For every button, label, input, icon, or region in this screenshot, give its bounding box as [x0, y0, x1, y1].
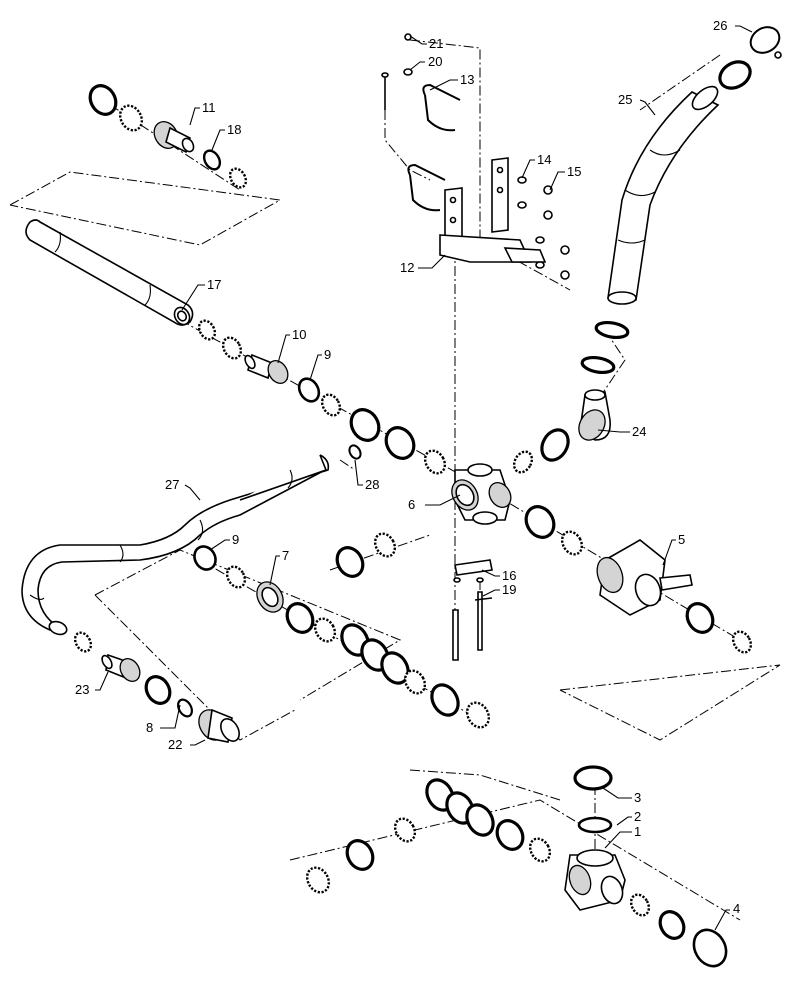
part-17-hose [25, 219, 194, 326]
o-ring-right-a [512, 450, 534, 474]
o-ring-chain-d [423, 449, 447, 475]
clamp-center-left [335, 532, 397, 578]
callout-12: 12 [400, 260, 414, 275]
callout-18: 18 [227, 122, 241, 137]
part-11-fitting [153, 121, 195, 154]
part-22-coupler [198, 708, 240, 743]
callout-5: 5 [678, 532, 685, 547]
o-ring-chain-b [320, 393, 342, 417]
part-3-ring [573, 765, 613, 791]
part-16-u-bolt [453, 559, 493, 583]
callouts: 1 2 3 4 5 6 7 8 9 9 10 11 12 13 14 15 16… [75, 18, 740, 916]
part-24-elbow [578, 389, 612, 441]
stud-vertical [452, 609, 459, 661]
part-9-clip-upper [297, 377, 321, 403]
clamp-chain-c [349, 408, 416, 460]
part-15-nuts [543, 185, 570, 280]
callout-2: 2 [634, 809, 641, 824]
callout-27: 27 [165, 477, 179, 492]
clamp-right-c [580, 320, 630, 375]
part-7-flange [256, 581, 284, 613]
callout-25: 25 [618, 92, 632, 107]
bolt-left-upper [381, 72, 389, 110]
callout-6: 6 [408, 497, 415, 512]
o-ring-lower-left [73, 631, 93, 653]
clamp-top-left [88, 84, 118, 116]
callout-4: 4 [733, 901, 740, 916]
callout-17: 17 [207, 277, 221, 292]
callout-21: 21 [429, 36, 443, 51]
part-25-hose [607, 85, 720, 305]
callout-22: 22 [168, 737, 182, 752]
part-8-clip [177, 698, 193, 718]
clamp-26-area [718, 60, 752, 90]
callout-10: 10 [292, 327, 306, 342]
part-1-valve-body [564, 849, 626, 911]
part-10-fitting [244, 353, 289, 384]
o-ring-chain-a [197, 319, 243, 360]
callout-14: 14 [537, 152, 551, 167]
callout-9-lower: 9 [232, 532, 239, 547]
o-ring-top-left-b [228, 167, 248, 189]
callout-28: 28 [365, 477, 379, 492]
callout-20: 20 [428, 54, 442, 69]
clamp-lower-b [285, 602, 337, 643]
clamp-valve-right [685, 602, 753, 654]
leader-lines [95, 25, 753, 931]
callout-1: 1 [634, 824, 641, 839]
clamp-lower-left-b [144, 675, 172, 705]
part-27-hose [21, 454, 330, 636]
part-18-clip [202, 149, 222, 171]
callout-11: 11 [202, 100, 216, 115]
callout-16: 16 [502, 568, 516, 583]
callout-24: 24 [632, 424, 646, 439]
clamp-right-b [540, 428, 570, 462]
part-12-bracket [439, 157, 547, 263]
clamp-bottom-right [629, 893, 686, 940]
part-6-manifold [451, 463, 512, 525]
part-28-clip [348, 444, 362, 460]
callout-23: 23 [75, 682, 89, 697]
o-ring-top-left [118, 104, 144, 132]
part-9-clip-lower [193, 545, 217, 571]
part-4-cap [692, 928, 728, 968]
part-5-valve [524, 505, 693, 616]
part-23-fitting [101, 653, 141, 682]
o-ring-lower-a [225, 565, 247, 589]
part-2-seal [577, 816, 613, 834]
clamp-group-bottom [305, 778, 552, 894]
callout-7: 7 [282, 548, 289, 563]
part-19-bolt [474, 591, 493, 651]
callout-9-upper: 9 [324, 347, 331, 362]
part-21-bolt [404, 33, 412, 41]
callout-19: 19 [502, 582, 516, 597]
part-20-washer [403, 68, 413, 76]
callout-13: 13 [460, 72, 474, 87]
callout-3: 3 [634, 790, 641, 805]
clamp-group-center [340, 623, 491, 729]
callout-26: 26 [713, 18, 727, 33]
part-13-u-bolt [407, 83, 461, 212]
callout-15: 15 [567, 164, 581, 179]
callout-8: 8 [146, 720, 153, 735]
part-26-cap [749, 26, 782, 59]
